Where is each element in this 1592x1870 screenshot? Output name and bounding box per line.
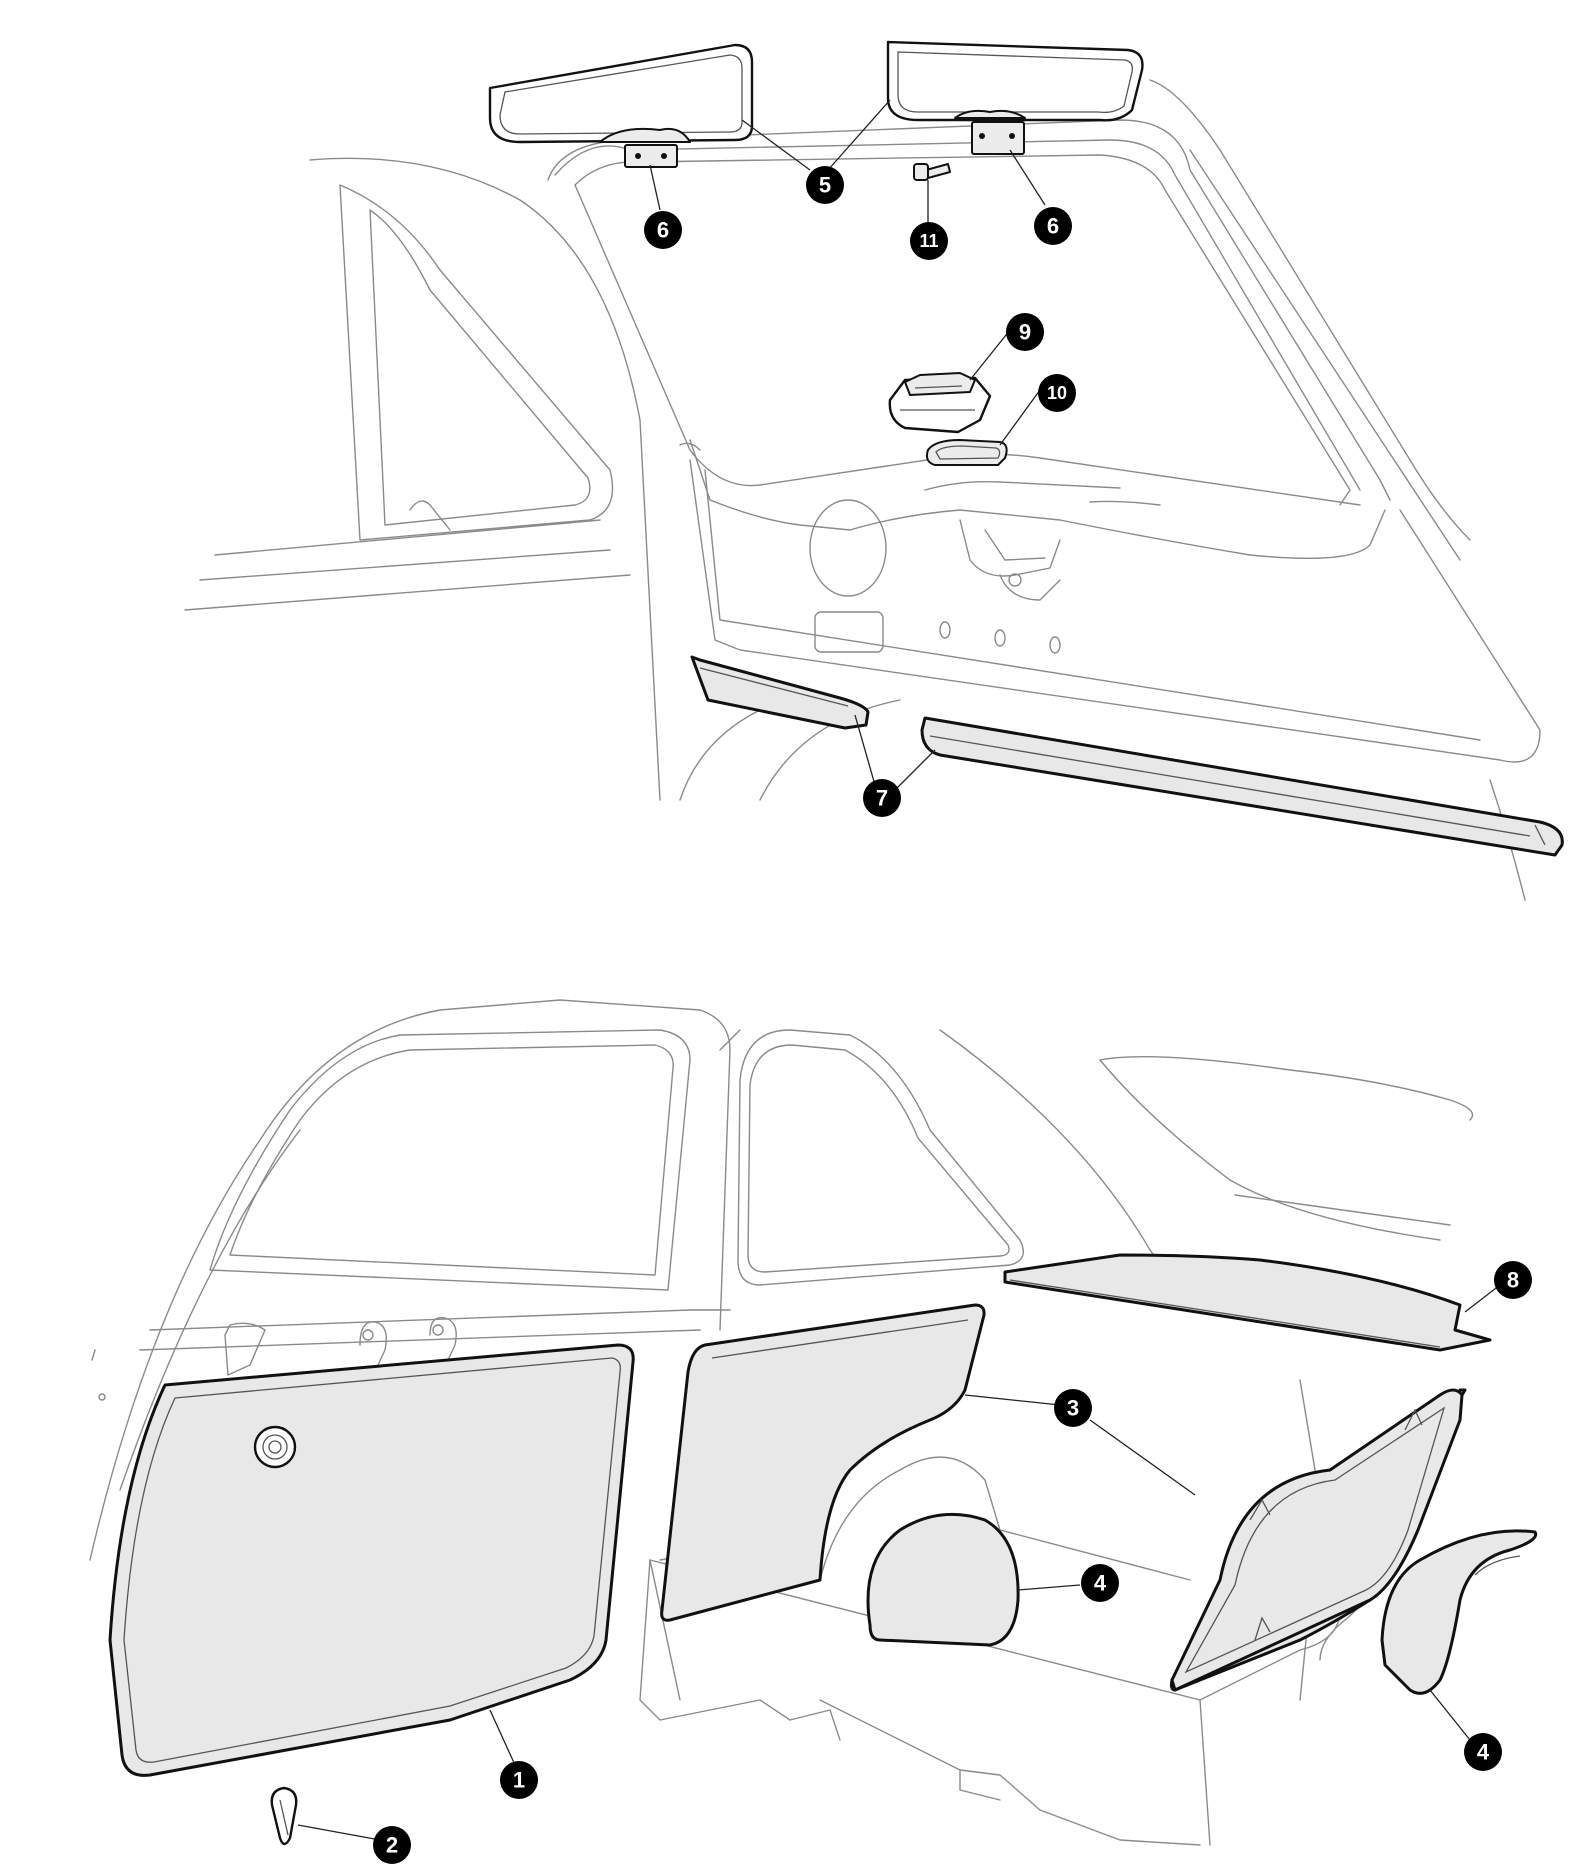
callout-11: 11 — [910, 222, 948, 260]
wheel-arch-cover-left — [866, 1512, 1020, 1647]
light-gasket — [925, 439, 1008, 466]
callout-4-right: 4 — [1464, 1733, 1502, 1771]
callout-6-right: 6 — [1034, 207, 1072, 245]
visor-hinge-right — [954, 109, 1026, 155]
callout-label-5: 5 — [819, 173, 831, 198]
callout-label-2: 2 — [386, 1833, 398, 1858]
wheel-arch-cover-right — [1380, 1529, 1538, 1695]
callout-1: 1 — [500, 1761, 538, 1799]
interior-light — [888, 372, 992, 434]
door-trim-panel — [108, 1343, 635, 1777]
sill-trim-short — [690, 655, 870, 730]
sun-visor-right — [886, 40, 1144, 122]
leader-lines-rear — [297, 1284, 1501, 1841]
car-body-outline-rear — [89, 999, 1474, 1846]
visor-screw — [913, 163, 951, 181]
sun-visor-left — [488, 43, 754, 144]
parcel-shelf — [1003, 1253, 1492, 1352]
callout-3: 3 — [1054, 1389, 1092, 1427]
callout-7: 7 — [863, 779, 901, 817]
callout-8: 8 — [1494, 1261, 1532, 1299]
callout-label-8: 8 — [1507, 1268, 1519, 1293]
callout-9: 9 — [1006, 313, 1044, 351]
rear-interior-view — [89, 999, 1538, 1846]
car-body-outline-front — [184, 79, 1541, 901]
callout-2: 2 — [373, 1826, 411, 1864]
callout-10: 10 — [1038, 374, 1076, 412]
callout-4-left: 4 — [1081, 1564, 1119, 1602]
callout-label-6-right: 6 — [1047, 214, 1059, 239]
callout-label-10: 10 — [1047, 383, 1067, 403]
callout-label-11: 11 — [919, 231, 938, 251]
callout-5: 5 — [806, 166, 844, 204]
visor-hinge-left — [599, 127, 691, 168]
door-clip — [270, 1786, 298, 1846]
callout-label-4-right: 4 — [1477, 1740, 1490, 1765]
rear-quarter-panel-right — [1169, 1388, 1467, 1692]
callout-label-4-left: 4 — [1094, 1571, 1107, 1596]
front-interior-view — [184, 40, 1564, 901]
callout-label-9: 9 — [1019, 320, 1031, 345]
callout-label-7: 7 — [876, 786, 888, 811]
callout-label-3: 3 — [1067, 1396, 1079, 1421]
sill-trim-long — [920, 716, 1564, 857]
rear-quarter-panel-left — [660, 1303, 986, 1622]
callout-label-1: 1 — [513, 1768, 525, 1793]
callout-6-left: 6 — [644, 211, 682, 249]
leader-lines-front — [649, 99, 1046, 791]
callout-label-6-left: 6 — [657, 218, 669, 243]
